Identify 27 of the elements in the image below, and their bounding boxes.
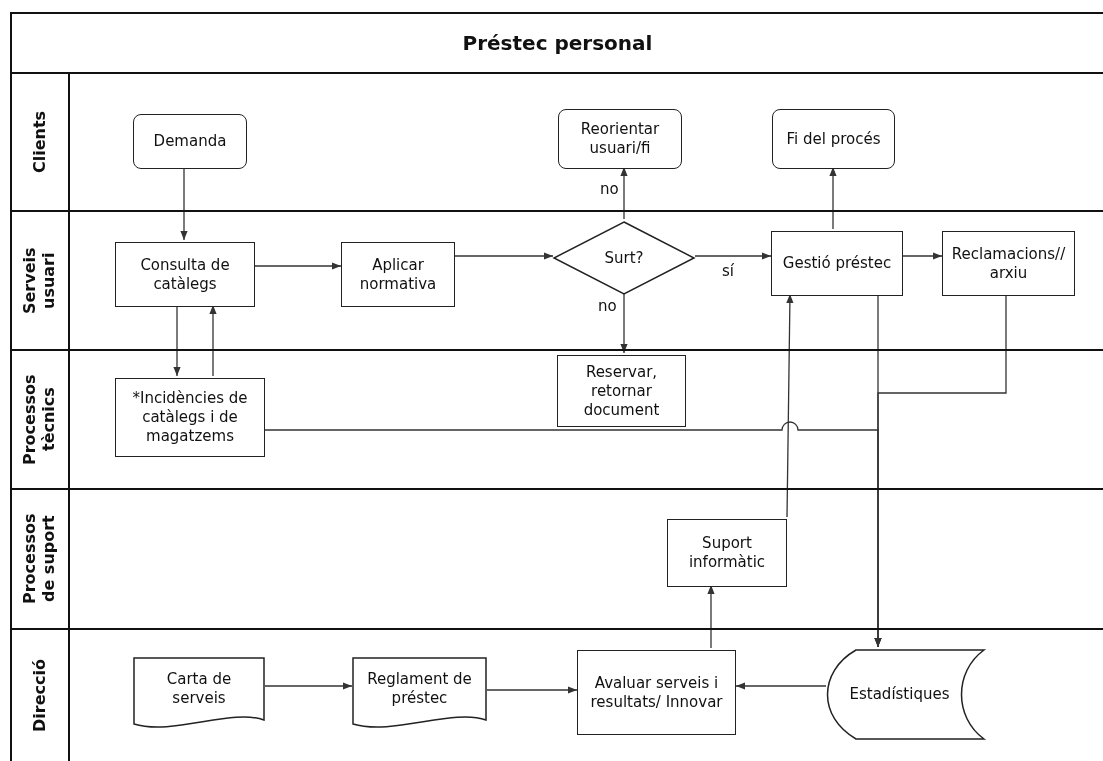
arrow	[254, 262, 342, 270]
lane-title: Processos de suport	[19, 512, 59, 607]
arrow	[264, 682, 353, 690]
process-box: Reservar, retornar document	[557, 355, 686, 427]
arrow	[486, 686, 578, 694]
lane-title: Direcció	[28, 658, 50, 734]
process-box: Suport informàtic	[667, 519, 787, 587]
stored-data-shape: Estadístiques	[826, 649, 985, 740]
process-box: Avaluar serveis i resultats/ Innovar	[577, 650, 736, 735]
terminal-box: Demanda	[133, 114, 247, 169]
arrow	[620, 292, 628, 354]
process-box: Consulta de catàlegs	[115, 242, 255, 307]
terminal-box: Fi del procés	[772, 109, 895, 169]
decision-diamond: Surt?	[553, 221, 695, 295]
process-box: Aplicar normativa	[341, 242, 455, 307]
diagram-title: Préstec personal	[461, 30, 654, 57]
process-box: *Incidències de catàlegs i de magatzems	[115, 378, 265, 457]
lane-title: Clients	[28, 109, 50, 176]
arrow	[902, 252, 943, 260]
process-box: Reclamacions// arxiu	[942, 231, 1075, 296]
lane-title: Processos tècnics	[19, 373, 59, 467]
arrow	[454, 252, 554, 260]
process-box: Gestió préstec	[771, 231, 903, 296]
arrow	[694, 252, 772, 260]
lane-title: Serveis usuari	[19, 246, 59, 316]
arrow	[735, 682, 827, 690]
terminal-box: Reorientar usuari/fi	[558, 109, 682, 169]
